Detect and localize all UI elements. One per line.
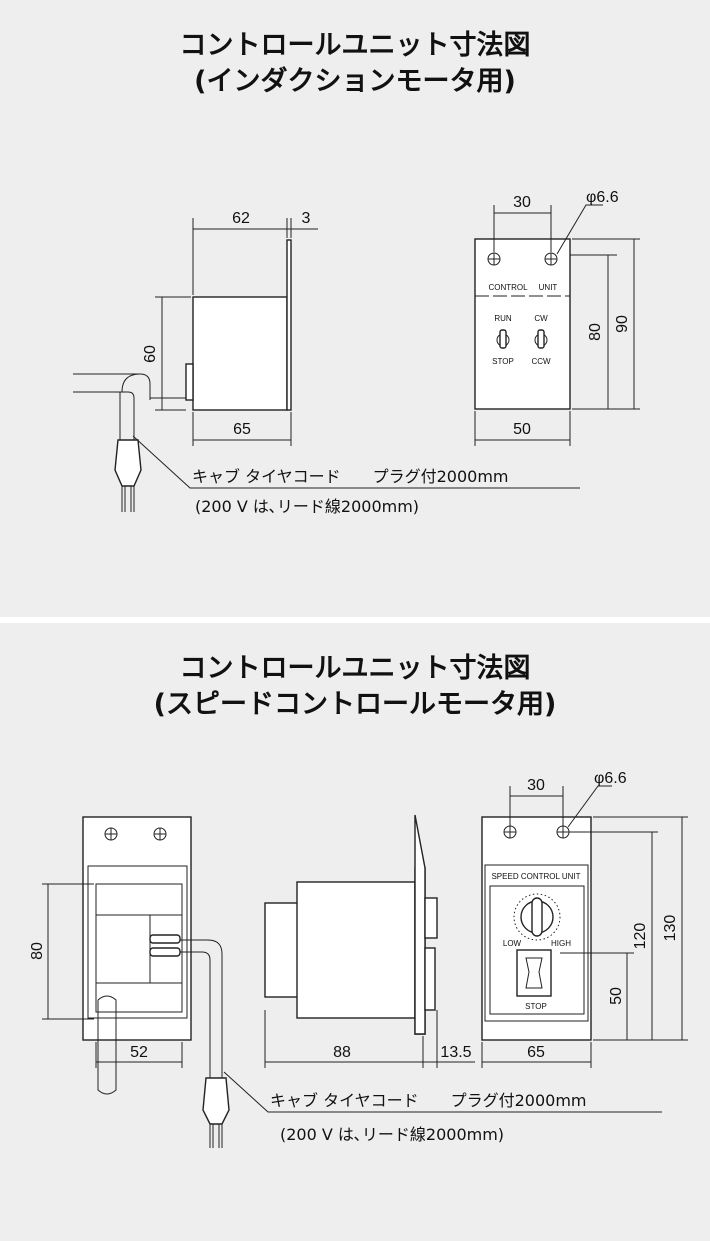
speed-cable-label: キャブ タイヤコード プラグ付2000mm bbox=[270, 1091, 587, 1110]
induction-dim-50: 50 bbox=[513, 421, 531, 438]
speed-drawing: 80 52 88 13.5 SPEED CONTROL UNIT LOW bbox=[29, 770, 688, 1148]
induction-dim-65: 65 bbox=[233, 421, 251, 438]
induction-dim-90: 90 bbox=[614, 315, 631, 333]
speed-knob bbox=[513, 893, 561, 941]
induction-dim-phi: φ6.6 bbox=[586, 189, 619, 206]
induction-plug bbox=[114, 439, 142, 487]
speed-dim-phi: φ6.6 bbox=[594, 770, 627, 787]
induction-dim-30: 30 bbox=[513, 194, 531, 211]
speed-panel: コントロールユニット寸法図 (スピードコントロールモータ用) 80 52 bbox=[0, 623, 710, 1241]
speed-rear-plate bbox=[82, 816, 192, 1041]
induction-title-line2: (インダクションモータ用) bbox=[194, 66, 516, 97]
induction-label-run: RUN bbox=[494, 314, 512, 323]
induction-label-control: CONTROL bbox=[488, 283, 528, 292]
induction-title-line1: コントロールユニット寸法図 bbox=[179, 30, 531, 61]
speed-dim-13-5: 13.5 bbox=[440, 1044, 471, 1061]
speed-dim-65: 65 bbox=[527, 1044, 545, 1061]
induction-label-ccw: CCW bbox=[531, 357, 551, 366]
induction-dim-60: 60 bbox=[142, 345, 159, 363]
speed-stop-switch bbox=[516, 949, 552, 997]
speed-label-unit: SPEED CONTROL UNIT bbox=[491, 872, 580, 881]
induction-drawing: 62 3 60 65 CONTROL UNIT RUN STOP CW CCW bbox=[73, 189, 640, 516]
speed-side-body bbox=[296, 881, 416, 1019]
speed-side-cable bbox=[180, 939, 223, 1078]
induction-cable-label: キャブ タイヤコード プラグ付2000mm bbox=[192, 467, 509, 486]
induction-cable-note: (200 V は､リード線2000mm) bbox=[195, 497, 419, 516]
speed-dim-30: 30 bbox=[527, 777, 545, 794]
induction-cable-vertical bbox=[149, 386, 151, 400]
induction-cable-grommet bbox=[185, 363, 194, 401]
induction-panel: コントロールユニット寸法図 (インダクションモータ用) 62 3 60 65 bbox=[0, 0, 710, 617]
induction-toggle-run-stop bbox=[496, 329, 510, 349]
induction-cable-horizontal bbox=[73, 373, 186, 443]
speed-label-high: HIGH bbox=[551, 939, 571, 948]
speed-rear-case bbox=[87, 865, 188, 1019]
induction-dim-80: 80 bbox=[587, 323, 604, 341]
induction-label-cw: CW bbox=[534, 314, 548, 323]
speed-title-line2: (スピードコントロールモータ用) bbox=[153, 689, 557, 720]
speed-plug bbox=[202, 1077, 230, 1125]
induction-dim-62: 62 bbox=[232, 210, 250, 227]
speed-dim-120: 120 bbox=[632, 923, 649, 950]
induction-front-panel bbox=[474, 238, 571, 410]
induction-dim-3: 3 bbox=[302, 210, 311, 227]
speed-title-line1: コントロールユニット寸法図 bbox=[179, 653, 531, 684]
speed-dim-130: 130 bbox=[662, 915, 679, 942]
speed-label-low: LOW bbox=[503, 939, 522, 948]
induction-label-stop: STOP bbox=[492, 357, 514, 366]
induction-side-body bbox=[192, 296, 288, 411]
induction-toggle-cw-ccw bbox=[534, 329, 548, 349]
induction-label-unit: UNIT bbox=[539, 283, 558, 292]
speed-dim-50: 50 bbox=[608, 987, 625, 1005]
speed-label-stop: STOP bbox=[525, 1002, 547, 1011]
induction-side-plate bbox=[286, 239, 292, 411]
speed-dim-88: 88 bbox=[333, 1044, 351, 1061]
speed-dim-80: 80 bbox=[29, 942, 46, 960]
speed-side-front-cap bbox=[264, 902, 301, 998]
speed-rear-cable bbox=[97, 995, 117, 1095]
speed-dim-52: 52 bbox=[130, 1044, 148, 1061]
speed-cable-note: (200 V は､リード線2000mm) bbox=[280, 1125, 504, 1144]
